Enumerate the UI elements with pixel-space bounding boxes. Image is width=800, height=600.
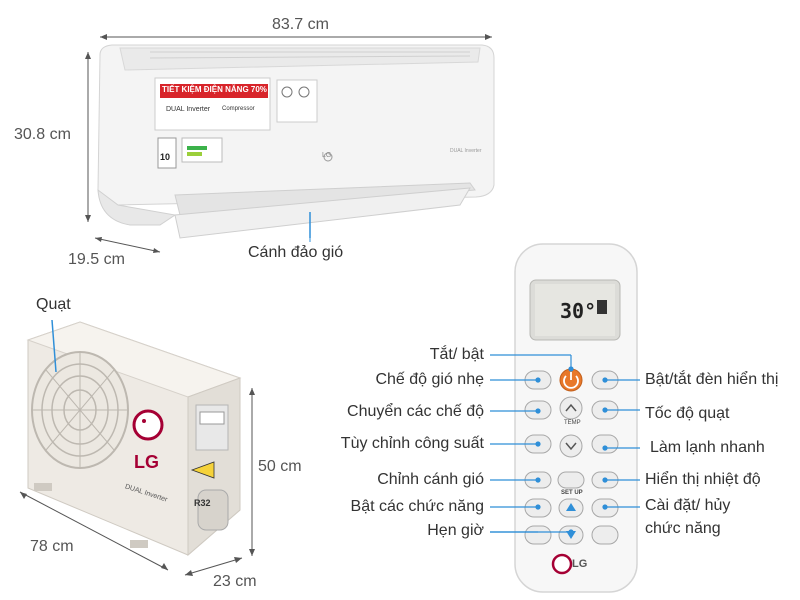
outdoor-unit bbox=[19, 319, 255, 576]
remote-display-temp: 30° bbox=[560, 299, 597, 323]
refrigerant-label: R32 bbox=[194, 498, 211, 508]
callout-functions: Bật các chức năng bbox=[350, 498, 484, 515]
remote-control bbox=[490, 243, 640, 593]
temp-label: TEMP bbox=[564, 420, 581, 426]
callout-comfort-air: Chế độ gió nhẹ bbox=[375, 371, 484, 388]
callout-mode: Chuyển các chế độ bbox=[347, 403, 484, 420]
callout-setup-cancel: Cài đặt/ hủy bbox=[645, 497, 731, 514]
cancel-button-2[interactable] bbox=[591, 525, 619, 545]
callout-setup-cancel-line2: chức năng bbox=[645, 520, 721, 537]
sticker-compressor-text: Compressor bbox=[222, 106, 255, 112]
callout-energy-ctrl: Tùy chỉnh công suất bbox=[340, 435, 484, 452]
sticker-inverter-text: DUAL Inverter bbox=[166, 106, 211, 113]
swing-flap bbox=[174, 187, 471, 239]
outdoor-width-dimension-line bbox=[19, 491, 169, 571]
depth-dimension-line bbox=[94, 237, 161, 253]
outdoor-depth-dimension-line bbox=[184, 557, 243, 576]
remote-callout-lines bbox=[490, 354, 640, 535]
indoor-unit bbox=[85, 34, 495, 253]
outdoor-lg-logo bbox=[132, 409, 164, 441]
callout-room-temp: Hiển thị nhiệt độ bbox=[645, 471, 761, 488]
temp-down-button[interactable] bbox=[559, 434, 583, 458]
setup-label: SET UP bbox=[561, 490, 583, 496]
indoor-depth-label: 19.5 cm bbox=[68, 251, 125, 268]
callout-jet-mode: Làm lạnh nhanh bbox=[650, 439, 765, 456]
temp-up-button[interactable] bbox=[559, 396, 583, 420]
callout-timer: Hẹn giờ bbox=[427, 522, 484, 539]
energy-rating-badge: 10 bbox=[160, 152, 171, 162]
callout-swing: Chỉnh cánh gió bbox=[377, 471, 484, 488]
indoor-width-label: 83.7 cm bbox=[272, 16, 329, 33]
indoor-height-label: 30.8 cm bbox=[14, 126, 71, 143]
outdoor-width-label: 78 cm bbox=[30, 538, 74, 555]
remote-lg-logo bbox=[551, 553, 573, 575]
indoor-inverter-text: DUAL Inverter bbox=[450, 148, 482, 154]
energy-sticker-text: TIẾT KIỆM ĐIỆN NĂNG 70% bbox=[162, 85, 267, 94]
fan-callout-line bbox=[51, 319, 57, 373]
swing-button-2[interactable] bbox=[557, 471, 585, 489]
callout-fan-speed: Tốc độ quạt bbox=[645, 405, 730, 422]
indoor-lg-logo: LG bbox=[322, 152, 332, 159]
flap-label: Cánh đảo gió bbox=[248, 244, 344, 261]
callout-light: Bật/tắt đèn hiển thị bbox=[645, 371, 779, 388]
outdoor-lg-text: LG bbox=[134, 452, 159, 472]
timer-button[interactable] bbox=[524, 525, 552, 545]
fan-label: Quạt bbox=[36, 296, 71, 313]
outdoor-height-label: 50 cm bbox=[258, 458, 302, 475]
remote-lg-text: LG bbox=[572, 558, 588, 570]
callout-power: Tắt/ bật bbox=[429, 346, 484, 363]
outdoor-depth-label: 23 cm bbox=[213, 573, 257, 590]
